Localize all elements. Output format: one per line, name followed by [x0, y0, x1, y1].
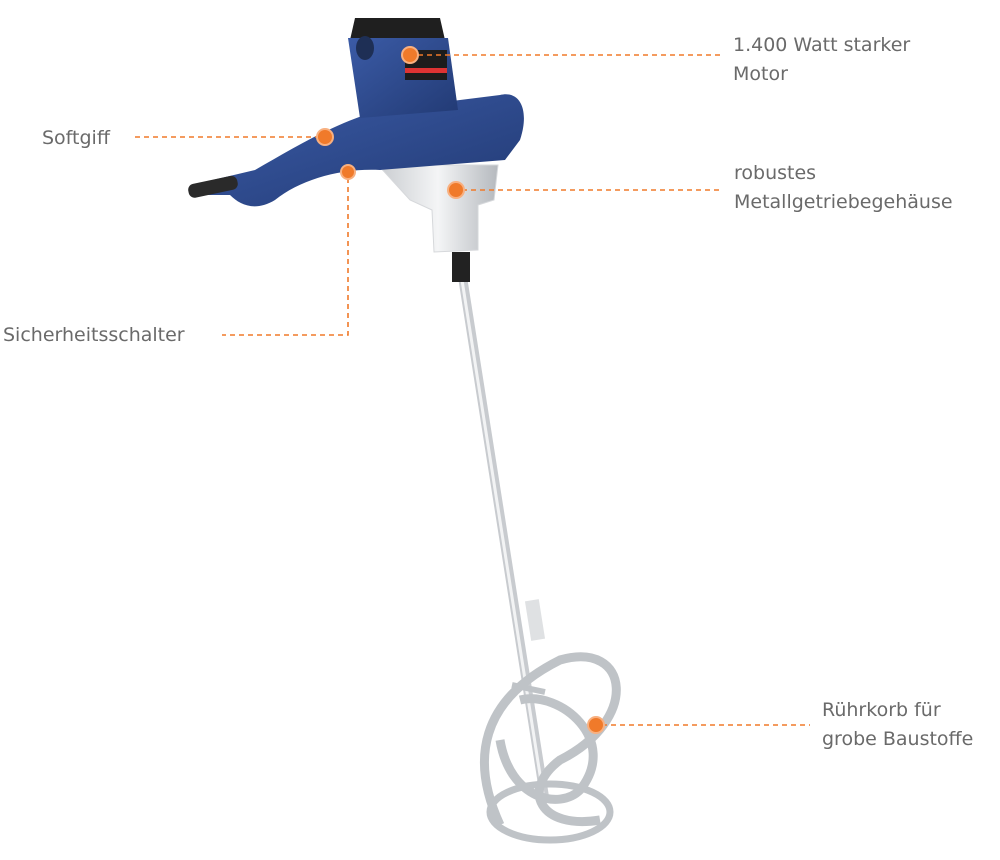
callout-switch-line1: Sicherheitsschalter [3, 324, 185, 346]
callout-grip: Softgiff [42, 124, 110, 153]
callout-gearbox-line1: robustes [734, 162, 817, 184]
mixing-paddle [479, 652, 621, 844]
leader-lines [135, 54, 810, 726]
motor-dot [401, 46, 419, 64]
callout-paddle-line1: Rührkorb für [822, 699, 941, 721]
callout-motor: 1.400 Watt starker Motor [733, 31, 910, 89]
gearbox-housing [376, 164, 499, 253]
callout-motor-line2: Motor [733, 63, 788, 85]
callout-gearbox: robustes Metallgetriebegehäuse [734, 159, 953, 217]
grip-dot [316, 128, 334, 146]
callout-switch: Sicherheitsschalter [3, 321, 185, 350]
callout-grip-line1: Softgiff [42, 127, 110, 149]
switch-dot [340, 164, 356, 180]
callout-motor-line1: 1.400 Watt starker [733, 34, 911, 56]
callout-gearbox-line2: Metallgetriebegehäuse [734, 191, 953, 213]
callout-paddle: Rührkorb für grobe Baustoffe [822, 696, 973, 754]
callout-paddle-line2: grobe Baustoffe [822, 728, 974, 750]
paddle-dot [587, 716, 605, 734]
callout-dots [316, 46, 605, 734]
shaft [452, 252, 550, 801]
gearbox-dot [447, 181, 465, 199]
